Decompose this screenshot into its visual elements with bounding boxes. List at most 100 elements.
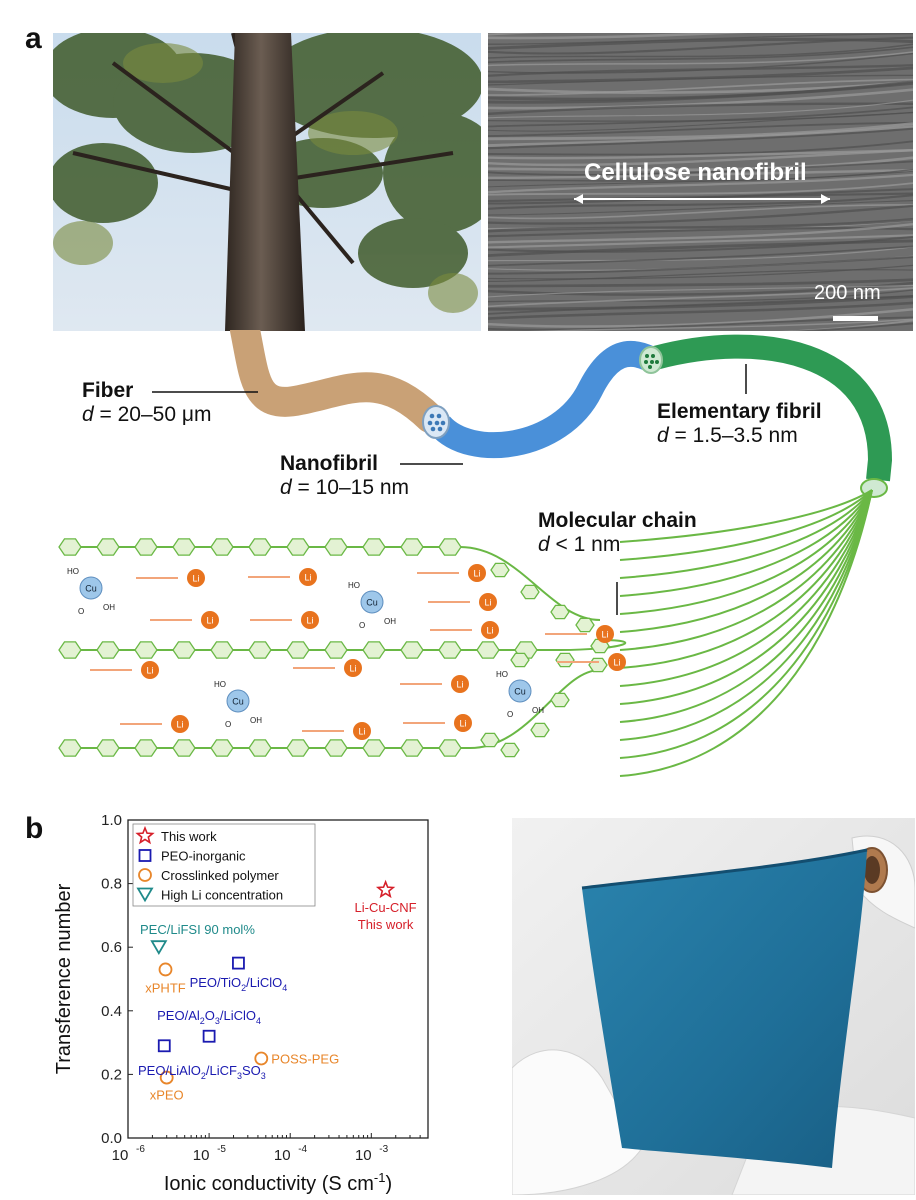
li-text: Li [601, 630, 608, 640]
cellulose-chain [60, 669, 601, 749]
molecular-chain-strand [619, 489, 873, 741]
li-text: Li [306, 616, 313, 626]
y-tick-label: 0.8 [101, 876, 122, 893]
molecular-chain-label: Molecular chain d < 1 nm [538, 509, 697, 557]
fiber-tube [230, 330, 445, 433]
glucose-ring [550, 604, 570, 620]
scale-bar [833, 316, 878, 321]
molecular-chain-strand [619, 489, 873, 687]
chart-annotation: xPEO [150, 1088, 184, 1103]
legend-label: This work [161, 829, 217, 844]
glucose-ring [96, 641, 120, 659]
glucose-ring [362, 641, 386, 659]
glucose-ring [286, 739, 310, 757]
chart-annotation: PEO/LiAlO2/LiCF3SO3 [138, 1063, 266, 1081]
glucose-ring [134, 739, 158, 757]
glucose-ring [172, 739, 196, 757]
glucose-ring [172, 641, 196, 659]
glucose-ring [362, 739, 386, 757]
y-tick-label: 0.2 [101, 1066, 122, 1083]
elementary-fibril-label: Elementary fibril d = 1.5–3.5 nm [657, 400, 822, 448]
o-text: O [507, 710, 513, 719]
glucose-ring [438, 538, 462, 556]
data-point [157, 1039, 171, 1053]
panel-label-b: b [25, 812, 44, 845]
elementary-fibril-tube [651, 334, 893, 482]
li-ion [468, 564, 486, 582]
glucose-ring [324, 641, 348, 659]
li-ion [451, 675, 469, 693]
li-ion [201, 611, 219, 629]
cu-ion [508, 679, 532, 703]
molecular-chain-strand [619, 489, 873, 651]
glucose-ring [324, 739, 348, 757]
glucose-ring [500, 742, 520, 758]
molecular-d: d [538, 533, 550, 556]
film-photo [512, 818, 915, 1195]
li-ion [353, 722, 371, 740]
cellulose-chain [60, 546, 601, 621]
cu-ion [79, 576, 103, 600]
sem-image: Cellulose nanofibril 200 nm [488, 33, 913, 331]
x-tick-label: 10 [274, 1147, 291, 1164]
li-ion [171, 715, 189, 733]
chart-annotation: This work [358, 917, 414, 932]
li-text: Li [613, 658, 620, 668]
nanofibril-label: Nanofibril d = 10–15 nm [280, 452, 409, 500]
glucose-ring [400, 739, 424, 757]
chart-annotation: xPHTF [145, 980, 186, 995]
cu-ion [226, 689, 250, 713]
li-text: Li [146, 666, 153, 676]
x-tick-exponent: -6 [136, 1144, 145, 1155]
glucose-ring [210, 641, 234, 659]
li-ion [187, 569, 205, 587]
glucose-ring [248, 739, 272, 757]
elementary-d: d [657, 424, 669, 447]
li-text: Li [176, 720, 183, 730]
li-ion [481, 621, 499, 639]
oh-text: OH [103, 603, 115, 612]
glucose-ring [362, 538, 386, 556]
glucose-ring [530, 722, 550, 738]
data-point [202, 1029, 216, 1043]
legend-label: Crosslinked polymer [161, 868, 279, 883]
chart-annotation: Li-Cu-CNF [355, 900, 417, 915]
o-text: O [359, 621, 365, 630]
legend-marker [138, 849, 152, 862]
ho-text: HO [214, 680, 226, 689]
legend-marker [136, 887, 154, 903]
li-ion [608, 653, 626, 671]
elementary-name: Elementary fibril [657, 400, 822, 423]
li-text: Li [456, 680, 463, 690]
sem-arrow [574, 194, 878, 321]
glucose-ring [490, 562, 510, 578]
molecular-chain-strand [619, 489, 873, 759]
molecular-chain-strand [619, 489, 873, 633]
y-tick-label: 0.4 [101, 1003, 122, 1020]
glucose-ring [550, 692, 570, 708]
cu-text: Cu [366, 598, 378, 608]
o-text: O [78, 607, 84, 616]
data-point [254, 1051, 269, 1066]
cu-ion [360, 590, 384, 614]
fiber-size: = 20–50 μm [93, 403, 212, 426]
legend-label: High Li concentration [161, 888, 283, 903]
glucose-ring [476, 641, 500, 659]
ho-text: HO [348, 581, 360, 590]
cu-text: Cu [514, 687, 526, 697]
o-text: O [225, 720, 231, 729]
scale-bar-label: 200 nm [814, 282, 881, 304]
legend-label: PEO-inorganic [161, 849, 246, 864]
molecular-chain-strand [619, 489, 873, 615]
molecular-size: < 1 nm [549, 533, 621, 556]
tree-photo [53, 33, 481, 331]
glucose-ring [286, 641, 310, 659]
glucose-ring [438, 739, 462, 757]
glucose-ring [438, 641, 462, 659]
glucose-ring [248, 538, 272, 556]
glucose-ring [520, 584, 540, 600]
glucose-ring [58, 538, 82, 556]
data-point [375, 879, 396, 899]
li-ion [301, 611, 319, 629]
